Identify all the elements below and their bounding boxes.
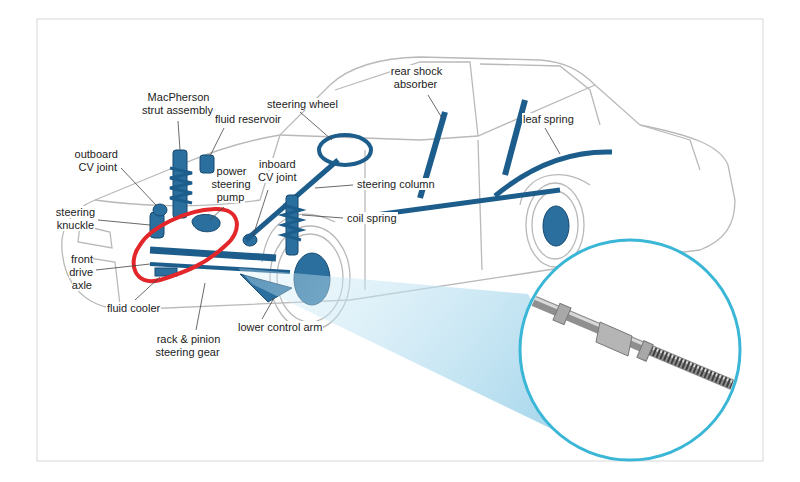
part-label: MacPherson strut assembly bbox=[140, 91, 216, 117]
leader-line bbox=[302, 215, 343, 218]
rack-tube bbox=[520, 295, 740, 388]
leader-lines bbox=[96, 95, 560, 330]
window-line bbox=[335, 62, 478, 136]
inset-circle bbox=[520, 240, 740, 460]
leader-line bbox=[315, 185, 353, 188]
part-label: steering column bbox=[356, 178, 451, 191]
mount bbox=[553, 303, 571, 324]
leaf-spring bbox=[495, 152, 612, 196]
part-name: steering column bbox=[356, 178, 436, 190]
leader-line bbox=[196, 283, 205, 330]
leader-line bbox=[262, 298, 274, 319]
fluid-reservoir bbox=[200, 155, 214, 173]
leader-line bbox=[545, 128, 560, 154]
rear-axle bbox=[375, 190, 560, 215]
part-name: fluid cooler bbox=[106, 302, 161, 314]
part-name: steering knuckle bbox=[55, 206, 95, 231]
leader-line bbox=[210, 207, 224, 220]
coil-spring bbox=[283, 205, 301, 240]
mount bbox=[637, 341, 653, 361]
rack-teeth bbox=[650, 350, 738, 387]
part-name: leaf spring bbox=[522, 113, 575, 125]
window-line bbox=[480, 64, 600, 125]
leader-line bbox=[98, 220, 150, 225]
rear-brake bbox=[543, 206, 569, 246]
part-label: fluid cooler bbox=[106, 302, 181, 315]
rear-wheel bbox=[532, 191, 578, 259]
pinion-housing bbox=[596, 322, 632, 356]
rear-shock bbox=[505, 100, 525, 175]
part-label: fluid reservoir bbox=[214, 113, 304, 126]
frame bbox=[37, 19, 763, 461]
part-label: outboard CV joint bbox=[60, 148, 118, 174]
part-label: steering wheel bbox=[266, 98, 356, 111]
part-name: rear shock absorber bbox=[390, 65, 442, 90]
part-name: outboard CV joint bbox=[74, 148, 118, 173]
part-name: MacPherson strut assembly bbox=[142, 91, 214, 116]
steering-wheel bbox=[319, 135, 371, 165]
outboard-cv-joint bbox=[153, 204, 167, 216]
part-label: power steering pump bbox=[205, 165, 257, 204]
leader-line bbox=[253, 190, 268, 236]
leader-line bbox=[96, 264, 150, 270]
part-name: power steering pump bbox=[211, 165, 250, 203]
leader-line bbox=[428, 95, 442, 118]
part-label: steering knuckle bbox=[40, 206, 95, 232]
trunk-line bbox=[640, 125, 700, 170]
chassis-parts bbox=[150, 100, 612, 305]
leader-line bbox=[210, 128, 224, 156]
leader-line bbox=[300, 112, 332, 140]
leader-line bbox=[135, 277, 160, 300]
part-label: inboard CV joint bbox=[258, 158, 314, 184]
part-name: front drive axle bbox=[69, 253, 93, 291]
part-label: lower control arm bbox=[237, 321, 342, 334]
part-name: coil spring bbox=[346, 212, 398, 224]
part-name: steering wheel bbox=[266, 98, 339, 110]
part-label: rack & pinion steering gear bbox=[148, 333, 228, 359]
part-name: rack & pinion steering gear bbox=[155, 333, 220, 358]
leader-line bbox=[121, 168, 156, 205]
part-label: rear shock absorber bbox=[385, 65, 447, 91]
leader-line bbox=[178, 121, 180, 150]
part-label: leaf spring bbox=[522, 113, 592, 126]
highlight-ring bbox=[134, 209, 237, 281]
part-name: lower control arm bbox=[237, 321, 323, 333]
part-label: coil spring bbox=[346, 212, 421, 225]
part-name: inboard CV joint bbox=[258, 158, 298, 183]
part-label: front drive axle bbox=[50, 253, 93, 292]
power-steering-pump bbox=[192, 215, 220, 232]
strut-spring bbox=[170, 168, 192, 203]
part-name: fluid reservoir bbox=[214, 113, 282, 125]
rack-assembly bbox=[520, 292, 740, 388]
